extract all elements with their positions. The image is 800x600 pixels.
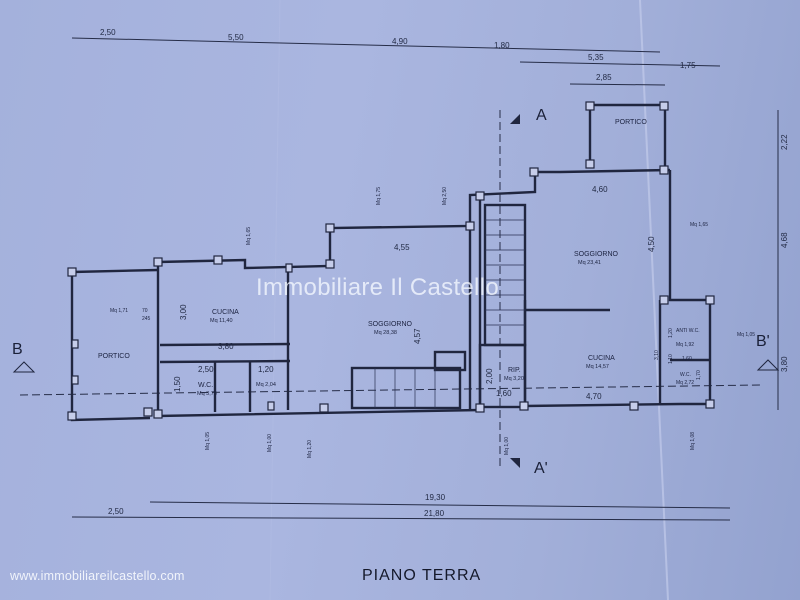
window-label: Mq 1,75 [376,187,382,205]
paper-fold-line [269,0,281,600]
dim-wc-right-depth: 1,70 [696,370,702,380]
dim-soggiorno-width: 4,55 [394,243,410,252]
bottom-dim-3: 21,80 [424,509,445,518]
section-label-b: B [12,341,23,358]
plan-title: PIANO TERRA [362,567,482,584]
dim-rip-width: 1,60 [496,389,512,398]
dim-wc-depth: 1,50 [173,376,182,392]
dim-soggiorno-right-depth: 4,50 [647,236,656,252]
window-label: Mq 1,00 [504,437,510,455]
top-dim-7: 1,75 [680,61,696,70]
room-rip: RIP. [508,367,521,374]
top-dim-4: 1,80 [494,41,510,50]
top-dim-5: 5,35 [588,53,604,62]
section-label-a: A [536,107,547,124]
dim-rip-depth: 2,00 [485,368,494,384]
section-label-a-prime: A' [534,460,548,477]
section-marker-a [510,114,520,124]
top-dim-1: 2,50 [100,28,116,37]
window-label: Mq 1,08 [690,432,696,450]
dim-soggiorno-right-width: 4,60 [592,185,608,194]
room-anti-wc: ANTI W.C. [676,328,700,334]
top-dim-6: 2,85 [596,73,612,82]
section-label-b-prime: B' [756,333,770,350]
window-label: Mq 1,65 [246,227,252,245]
top-dim-3: 4,90 [392,37,408,46]
window-label: Mq 1,05 [205,432,211,450]
columns [67,101,715,421]
walls [70,103,712,422]
room-small-area: Mq 2,04 [256,382,276,388]
room-soggiorno-right-area: Mq 23,41 [578,260,601,266]
window-label: 245 [142,316,151,322]
section-marker-b-prime [756,359,780,371]
room-cucina-left: CUCINA [212,309,239,316]
dim-small-depth: 1,10 [668,354,674,364]
room-cucina-right-area: Mq 14,57 [586,364,609,370]
room-soggiorno-left: SOGGIORNO [368,321,413,328]
dim-wc-width: 2,50 [198,365,214,374]
room-wc-right-area: Mq 2,72 [676,380,694,386]
room-anti-wc-area: Mq 1,92 [676,342,694,348]
watermark-text: Immobiliare Il Castello [256,274,499,301]
room-cucina-left-area: Mq 11,40 [210,318,233,324]
dim-wc-right-width: 1,60 [682,356,692,362]
window-label: 70 [142,308,148,314]
window-label: Mq 1,71 [110,308,128,314]
stair-treads [374,219,525,408]
dim-anti-wc-depth: 1,20 [668,328,674,338]
dimension-line-top [519,61,721,67]
room-wc-left: W.C. [198,382,213,389]
website-link[interactable]: www.immobiliareilcastello.com [10,569,185,583]
room-cucina-right: CUCINA [588,355,615,362]
right-dim-1: 2,22 [780,134,789,150]
room-portico-left: PORTICO [98,353,130,360]
section-marker-a-prime [510,458,520,468]
right-dim-2: 4,68 [780,232,789,248]
dim-cucina-width: 3,80 [218,342,234,351]
window-label: Mq 1,05 [737,332,755,338]
room-soggiorno-right: SOGGIORNO [574,251,619,258]
dim-soggiorno-depth: 4,57 [413,328,422,344]
dimension-line-bottom [71,516,731,521]
bottom-dim-1: 19,30 [425,493,446,502]
dimension-line-bottom [149,501,731,509]
room-wc-left-area: Mq 3,75 [197,391,217,397]
bottom-dim-2: 2,50 [108,507,124,516]
dim-cucina-depth: 3,00 [179,304,188,320]
room-portico-top: PORTICO [615,119,647,126]
room-soggiorno-left-area: Mq 28,38 [374,330,397,336]
dim-cucina-right-width: 4,70 [586,392,602,401]
dimension-line-top [71,37,661,53]
room-rip-area: Mq 3,20 [504,376,524,382]
section-line-b [19,384,761,396]
window-label: Mq 1,65 [690,222,708,228]
dim-small-width: 1,20 [258,365,274,374]
right-dim-3: 3,80 [780,356,789,372]
paper-fold-line [639,0,669,600]
top-dim-2: 5,50 [228,33,244,42]
window-label: Mq 1,00 [267,434,273,452]
dimension-line-top [569,83,666,86]
section-marker-b [12,361,36,373]
dim-side-depth: 3,10 [654,350,660,360]
room-wc-right: W.C. [680,372,691,378]
window-label: Mq 2,50 [442,187,448,205]
window-label: Mq 1,20 [307,440,313,458]
